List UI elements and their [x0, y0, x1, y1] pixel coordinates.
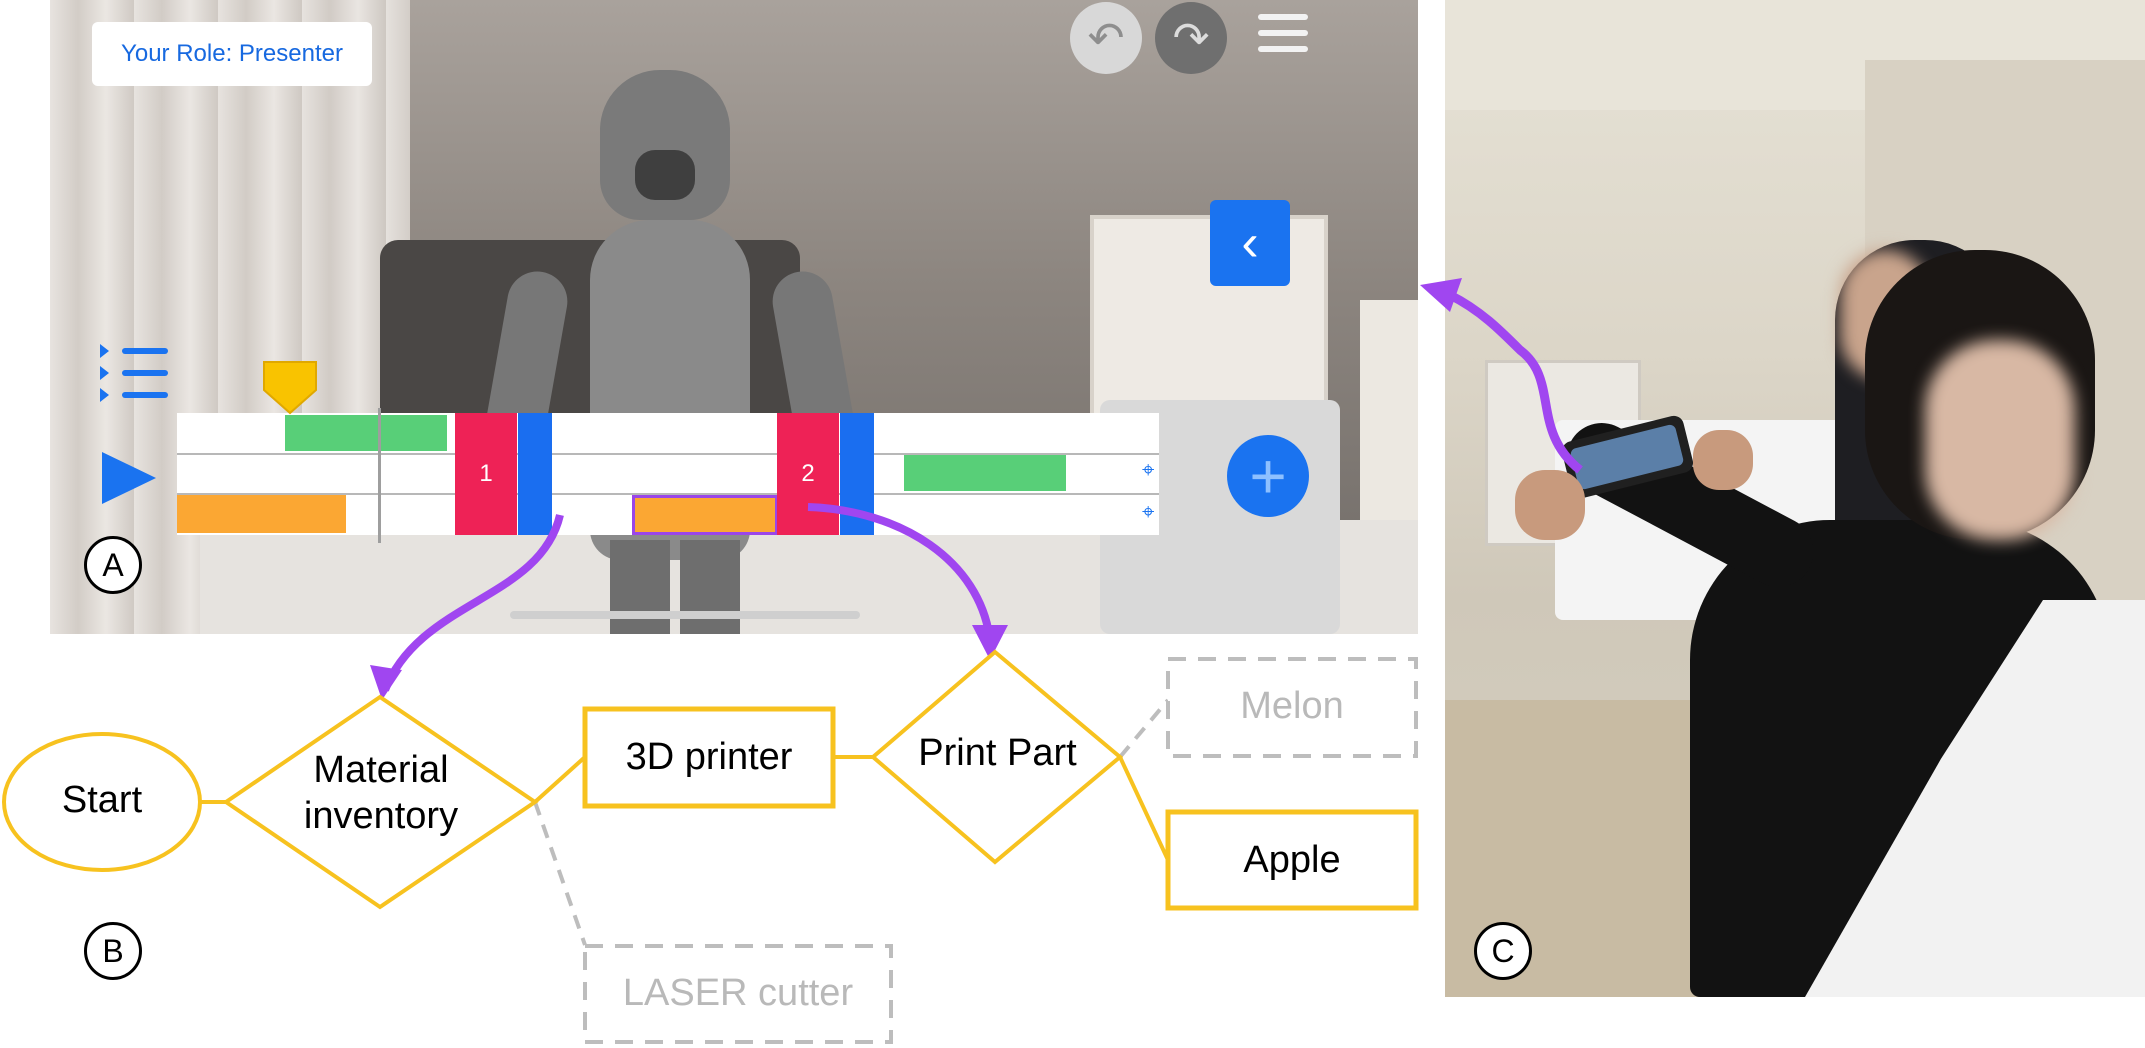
node-melon-label: Melon [1240, 685, 1344, 727]
step-number: 2 [801, 460, 815, 487]
play-icon[interactable] [102, 452, 156, 504]
connector-arrowhead [370, 665, 402, 700]
timeline-lane-divider [177, 493, 1159, 495]
add-step-button[interactable]: + [1227, 435, 1309, 517]
timeline-track-orange-selected[interactable] [632, 495, 778, 535]
collapse-panel-button[interactable]: ‹ [1210, 200, 1290, 286]
pin-icon[interactable]: ⌖ [1142, 457, 1155, 482]
photo-hand [1693, 430, 1753, 490]
connector-arrow-step1 [381, 514, 564, 692]
step-divider-bar[interactable] [518, 413, 552, 535]
node-print-part-shape[interactable] [869, 649, 1124, 865]
node-3d-printer-label: 3D printer [625, 736, 793, 778]
flowchart-diagram [2, 503, 1419, 1044]
node-print-part-label: Print Part [918, 732, 1077, 774]
undo-button[interactable]: ↶ [1070, 2, 1142, 74]
phone-to-app-arrow [1420, 278, 1583, 474]
node-apple-label: Apple [1243, 839, 1341, 881]
timeline-track-orange[interactable] [177, 495, 346, 533]
panel-label-b: B [84, 922, 142, 980]
timeline-track-green[interactable] [904, 455, 1066, 491]
panel-label-a: A [84, 536, 142, 594]
step-timeline[interactable]: 1 2 ⌖ ⌖ [177, 413, 1159, 535]
node-laser-cutter-label: LASER cutter [622, 972, 854, 1014]
home-indicator [510, 611, 860, 619]
undo-icon: ↶ [1087, 13, 1125, 63]
pin-icon[interactable]: ⌖ [1142, 499, 1155, 524]
playhead-marker-icon[interactable] [262, 360, 318, 415]
connector-arrowhead [972, 625, 1008, 660]
node-material-inventory-label: Material inventory [303, 749, 459, 837]
redo-button[interactable]: ↷ [1155, 2, 1227, 74]
node-apple-shape[interactable] [1165, 809, 1419, 911]
connector-arrow-step2 [807, 503, 994, 641]
node-start-shape[interactable] [2, 732, 202, 872]
user-photo [1445, 0, 2145, 997]
step-number: 1 [479, 460, 493, 487]
node-material-inventory-shape[interactable] [222, 694, 539, 910]
timeline-step-2[interactable]: 2 [777, 413, 839, 535]
node-laser-cutter-shape[interactable] [583, 944, 893, 1044]
list-icon[interactable] [100, 338, 170, 408]
timeline-track-green[interactable] [285, 415, 447, 451]
role-badge: Your Role: Presenter [92, 22, 372, 86]
timeline-step-1[interactable]: 1 [455, 413, 517, 535]
chevron-left-icon: ‹ [1241, 214, 1259, 272]
plus-icon: + [1249, 440, 1287, 512]
robot-avatar-face [635, 150, 695, 200]
node-melon-shape[interactable] [1166, 657, 1418, 758]
background-3d-printer-2 [1360, 300, 1418, 520]
photo-blurred-face [1925, 340, 2075, 540]
timeline-lane-divider [177, 453, 1159, 455]
node-3d-printer-shape[interactable] [582, 706, 836, 809]
hamburger-menu-icon[interactable] [1258, 14, 1308, 64]
photo-hand [1515, 470, 1585, 540]
redo-icon: ↷ [1172, 13, 1210, 63]
playhead-line [378, 408, 381, 543]
panel-label-c: C [1474, 922, 1532, 980]
node-start-label: Start [61, 779, 143, 821]
